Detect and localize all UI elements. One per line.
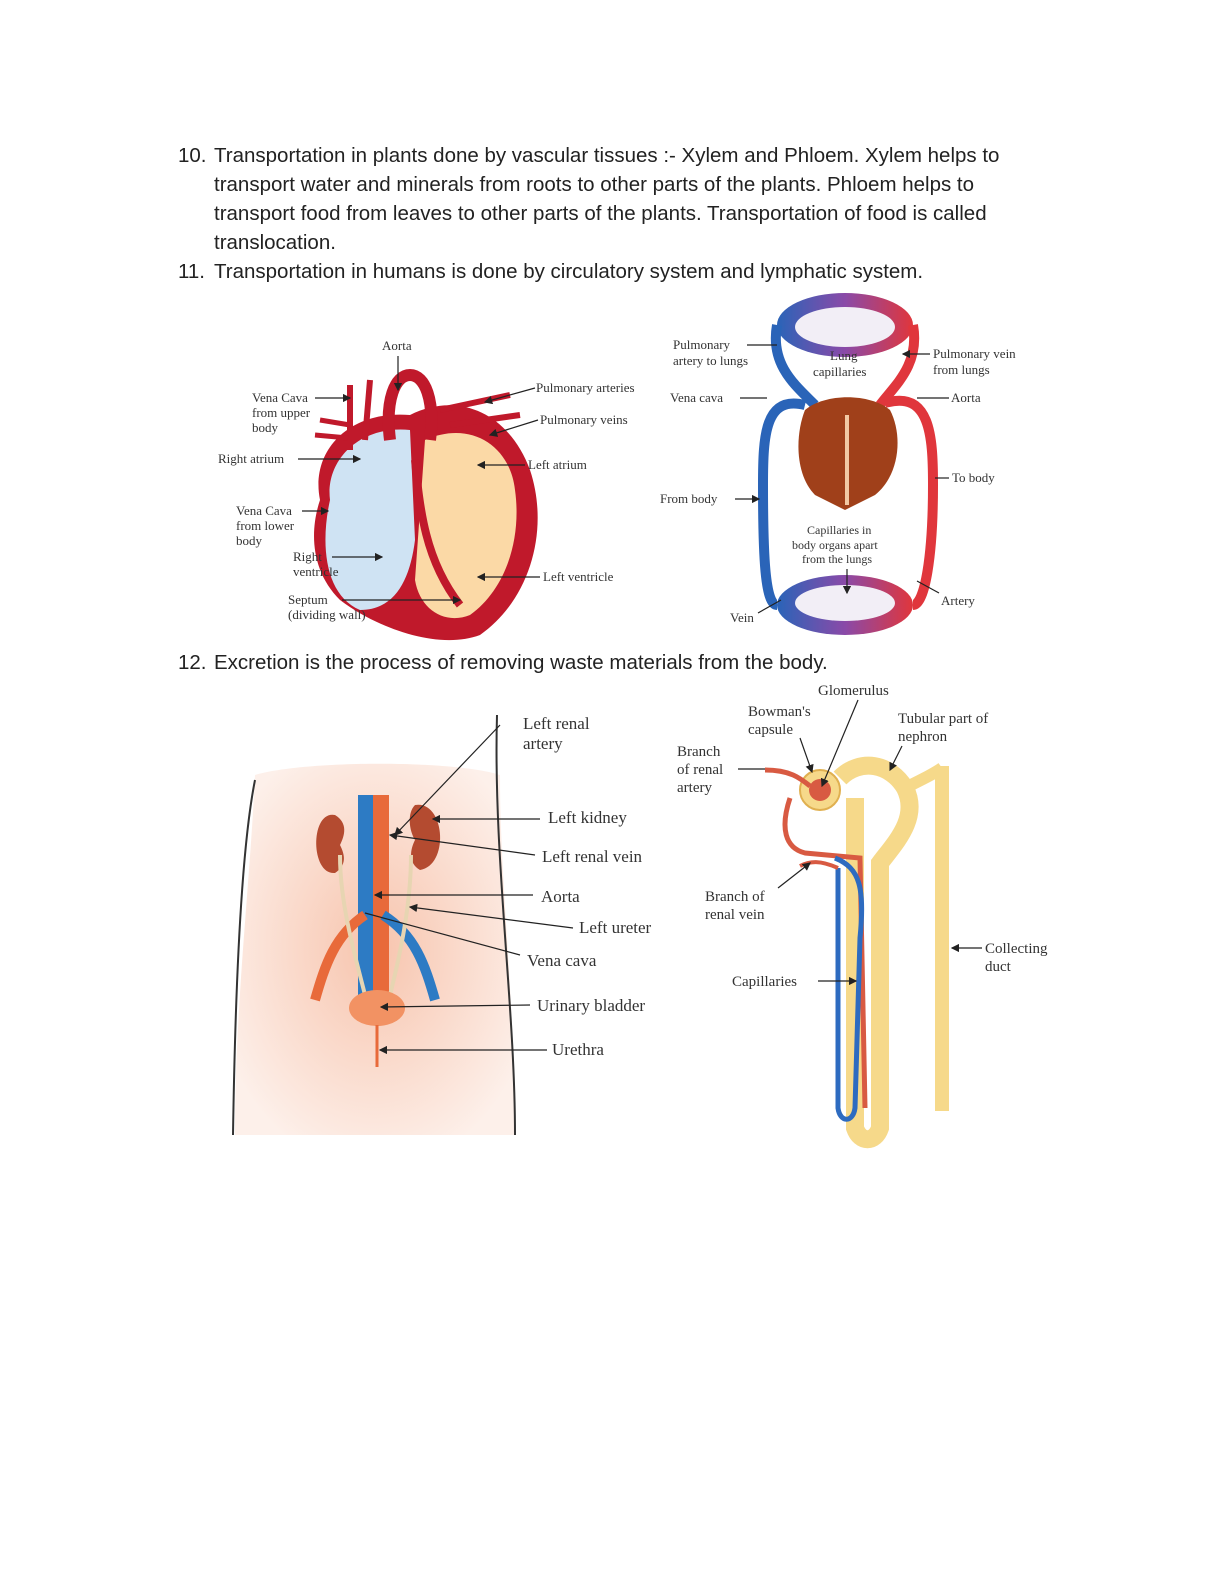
label-urethra: Urethra — [552, 1040, 604, 1059]
label-septum-1: Septum — [288, 592, 328, 607]
label-collecting-duct-2: duct — [985, 959, 1012, 975]
vena-cava-vessel — [358, 795, 374, 1015]
label-tubular-part-1: Tubular part of — [898, 711, 988, 727]
item-text: Excretion is the process of removing was… — [214, 651, 828, 674]
label-vena-cava-lower-3: body — [236, 533, 263, 548]
label-left-ventricle: Left ventricle — [543, 569, 614, 584]
label-vena-cava: Vena cava — [670, 390, 723, 405]
urinary-bladder-shape — [349, 990, 405, 1026]
tubule — [833, 756, 919, 1149]
label-right-ventricle-1: Right — [293, 549, 322, 564]
label-aorta: Aorta — [951, 390, 981, 405]
label-pulmonary-vein-1: Pulmonary vein — [933, 346, 1016, 361]
label-left-renal-artery-1: Left renal — [523, 714, 590, 733]
circulation-diagram: Pulmonary artery to lungs Lung capillari… — [660, 293, 1016, 635]
label-left-ureter: Left ureter — [579, 918, 652, 937]
vena-cava-vessel — [757, 398, 807, 610]
aorta-vessel — [883, 395, 939, 610]
label-septum-2: (dividing wall) — [288, 607, 366, 622]
label-left-atrium: Left atrium — [528, 457, 587, 472]
label-vena-cava-upper-2: from upper — [252, 405, 311, 420]
label-renal-vein-branch-1: Branch of — [705, 889, 765, 905]
label-body-capillaries-1: Capillaries in — [807, 523, 871, 537]
label-vena-cava: Vena cava — [527, 951, 597, 970]
label-renal-vein-branch-2: renal vein — [705, 907, 765, 923]
label-bowmans-capsule-1: Bowman's — [748, 704, 811, 720]
label-pulmonary-artery-2: artery to lungs — [673, 353, 748, 368]
item-text: Transportation in plants done by vascula… — [214, 144, 1000, 254]
label-renal-artery-branch-1: Branch — [677, 744, 721, 760]
label-lung-capillaries-1: Lung — [830, 348, 858, 363]
label-bowmans-capsule-2: capsule — [748, 722, 793, 738]
label-lung-capillaries-2: capillaries — [813, 364, 866, 379]
label-pulmonary-veins: Pulmonary veins — [540, 412, 628, 427]
excretory-diagram: Left renal artery Left kidney Left renal… — [232, 714, 652, 1136]
list-item-10: 10. Transportation in plants done by vas… — [178, 141, 1058, 257]
label-capillaries: Capillaries — [732, 974, 797, 990]
aorta-vessel — [373, 795, 389, 1005]
label-aorta: Aorta — [541, 887, 580, 906]
item-text: Transportation in humans is done by circ… — [214, 260, 924, 283]
septum-wall — [411, 459, 464, 608]
label-body-capillaries-3: from the lungs — [802, 552, 872, 566]
label-right-atrium: Right atrium — [218, 451, 284, 466]
label-renal-artery-branch-2: of renal — [677, 762, 723, 778]
collecting-duct-shape — [935, 766, 949, 1111]
label-collecting-duct-1: Collecting — [985, 941, 1048, 957]
nephron-diagram: Glomerulus Bowman's capsule Tubular part… — [677, 683, 1048, 1149]
item-number: 11. — [178, 260, 205, 283]
label-renal-artery-branch-3: artery — [677, 780, 712, 796]
label-to-body: To body — [952, 470, 995, 485]
label-right-ventricle-2: ventricle — [293, 564, 339, 579]
label-left-renal-vein: Left renal vein — [542, 847, 643, 866]
label-artery: Artery — [941, 593, 975, 608]
label-vena-cava-upper-3: body — [252, 420, 279, 435]
glomerulus-shape — [809, 779, 831, 801]
label-pulmonary-artery-1: Pulmonary — [673, 337, 731, 352]
heart-diagram: Aorta Vena Cava from upper body Right at… — [218, 338, 635, 641]
label-left-renal-artery-2: artery — [523, 734, 563, 753]
aorta-vessel — [382, 368, 438, 441]
list-item-12: 12. Excretion is the process of removing… — [178, 648, 1058, 677]
item-number: 12. — [178, 651, 207, 674]
label-pulmonary-arteries: Pulmonary arteries — [536, 380, 635, 395]
item-number: 10. — [178, 144, 207, 167]
right-kidney — [316, 814, 345, 874]
label-urinary-bladder: Urinary bladder — [537, 996, 645, 1015]
label-vena-cava-upper-1: Vena Cava — [252, 390, 308, 405]
label-vena-cava-lower-1: Vena Cava — [236, 503, 292, 518]
label-tubular-part-2: nephron — [898, 729, 948, 745]
label-vein: Vein — [730, 610, 754, 625]
label-left-kidney: Left kidney — [548, 808, 627, 827]
label-from-body: From body — [660, 491, 718, 506]
label-body-capillaries-2: body organs apart — [792, 538, 878, 552]
label-glomerulus: Glomerulus — [818, 683, 889, 699]
label-vena-cava-lower-2: from lower — [236, 518, 295, 533]
label-aorta: Aorta — [382, 338, 412, 353]
right-chambers — [325, 429, 415, 610]
label-pulmonary-vein-2: from lungs — [933, 362, 990, 377]
list-item-11: 11. Transportation in humans is done by … — [178, 257, 1058, 286]
